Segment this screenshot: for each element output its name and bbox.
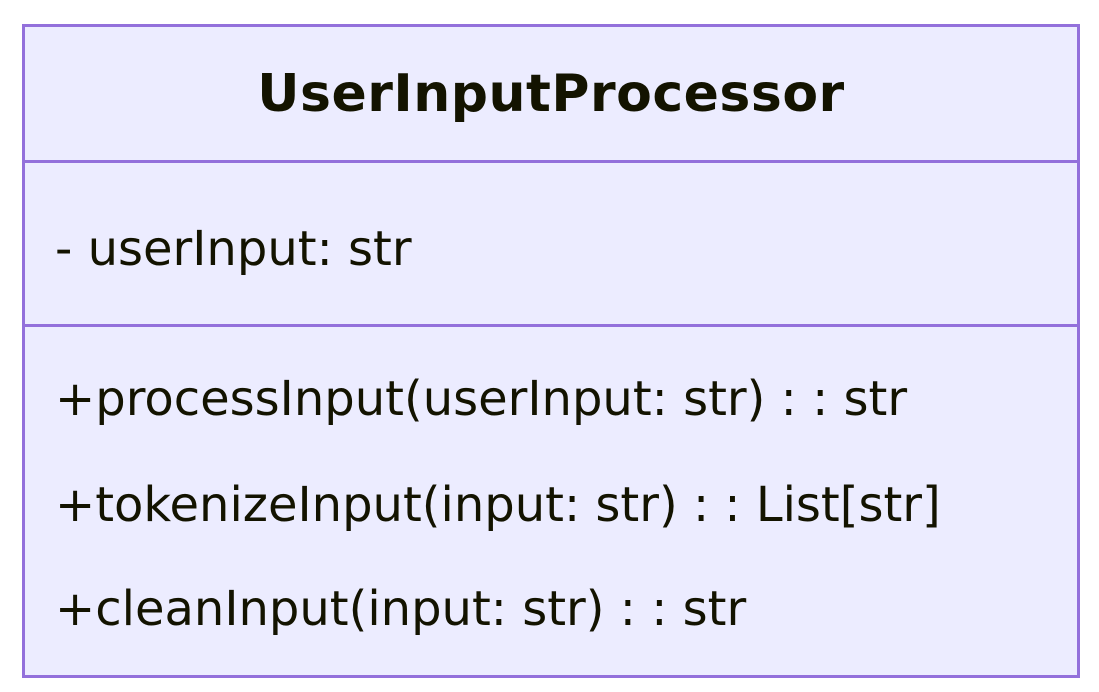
method-tokenize-input: +tokenizeInput(input: str) : : List[str] — [55, 477, 941, 533]
class-box-user-input-processor: UserInputProcessor - userInput: str +pro… — [22, 24, 1080, 678]
header-divider — [25, 160, 1077, 163]
class-name: UserInputProcessor — [257, 63, 845, 124]
attributes-divider — [25, 324, 1077, 327]
method-clean-input: +cleanInput(input: str) : : str — [55, 581, 747, 637]
method-process-input: +processInput(userInput: str) : : str — [55, 371, 908, 427]
attribute-user-input: - userInput: str — [55, 221, 412, 277]
